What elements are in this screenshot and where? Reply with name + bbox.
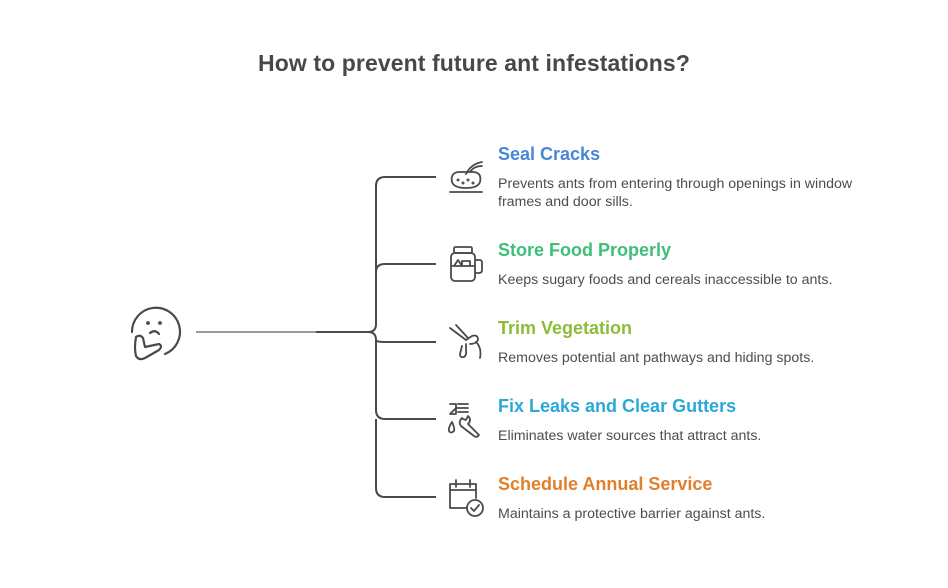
item-trim-vegetation: Trim Vegetation Removes potential ant pa… bbox=[498, 317, 898, 367]
calendar-check-icon bbox=[449, 479, 484, 517]
food-jar-icon bbox=[450, 246, 483, 282]
faucet-wrench-icon bbox=[447, 403, 480, 438]
item-title: Store Food Properly bbox=[498, 240, 672, 260]
item-title: Trim Vegetation bbox=[498, 318, 633, 338]
item-title: Seal Cracks bbox=[498, 144, 601, 164]
item-seal-cracks: Seal Cracks Prevents ants from entering … bbox=[498, 143, 898, 211]
page-title: How to prevent future ant infestations? bbox=[258, 50, 690, 76]
caulk-sealing-icon bbox=[449, 161, 483, 193]
pruning-shears-icon bbox=[449, 324, 482, 359]
item-description: Prevents ants from entering through open… bbox=[498, 176, 853, 210]
item-description: Removes potential ant pathways and hidin… bbox=[498, 350, 815, 366]
item-title: Fix Leaks and Clear Gutters bbox=[498, 396, 737, 416]
thinking-face-icon bbox=[130, 306, 182, 361]
item-fix-leaks: Fix Leaks and Clear Gutters Eliminates w… bbox=[498, 395, 898, 445]
item-title: Schedule Annual Service bbox=[498, 474, 713, 494]
item-description: Eliminates water sources that attract an… bbox=[498, 428, 762, 444]
item-description: Keeps sugary foods and cereals inaccessi… bbox=[498, 272, 833, 288]
item-description: Maintains a protective barrier against a… bbox=[498, 506, 766, 522]
item-schedule-service: Schedule Annual Service Maintains a prot… bbox=[498, 473, 898, 523]
item-store-food: Store Food Properly Keeps sugary foods a… bbox=[498, 239, 898, 289]
